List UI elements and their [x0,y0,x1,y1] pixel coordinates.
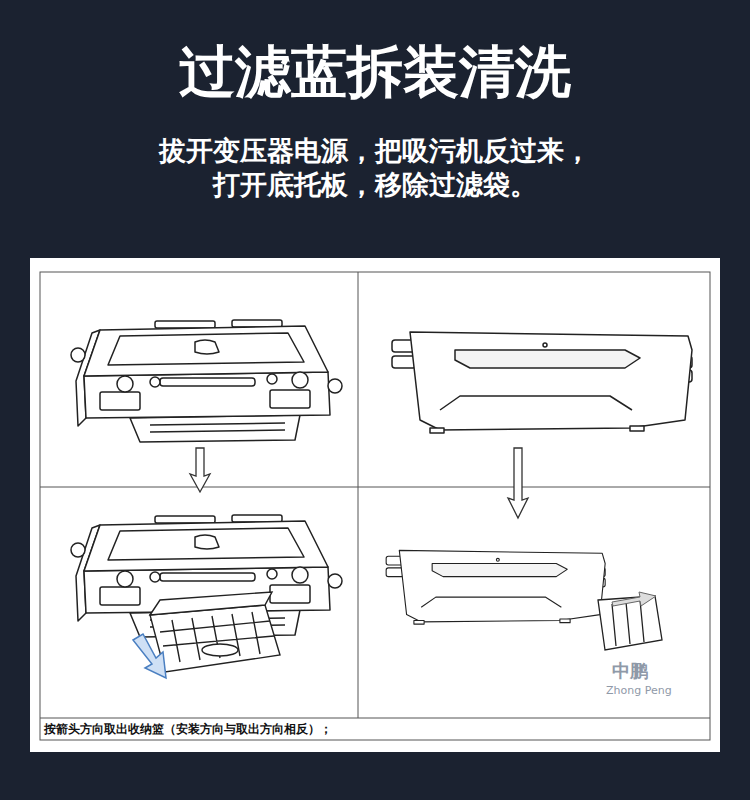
instruction-line: 打开底托板，移除过滤袋。 [0,168,750,202]
watermark: Zhong Peng [606,684,672,698]
watermark: 中鹏 [612,660,648,682]
instruction-line: 拔开变压器电源，把吸污机反过来， [0,134,750,168]
note-text: 按箭头方向取出收纳篮（安装方向与取出方向相反）； [44,721,332,737]
page-title: 过滤蓝拆装清洗 [0,40,750,104]
